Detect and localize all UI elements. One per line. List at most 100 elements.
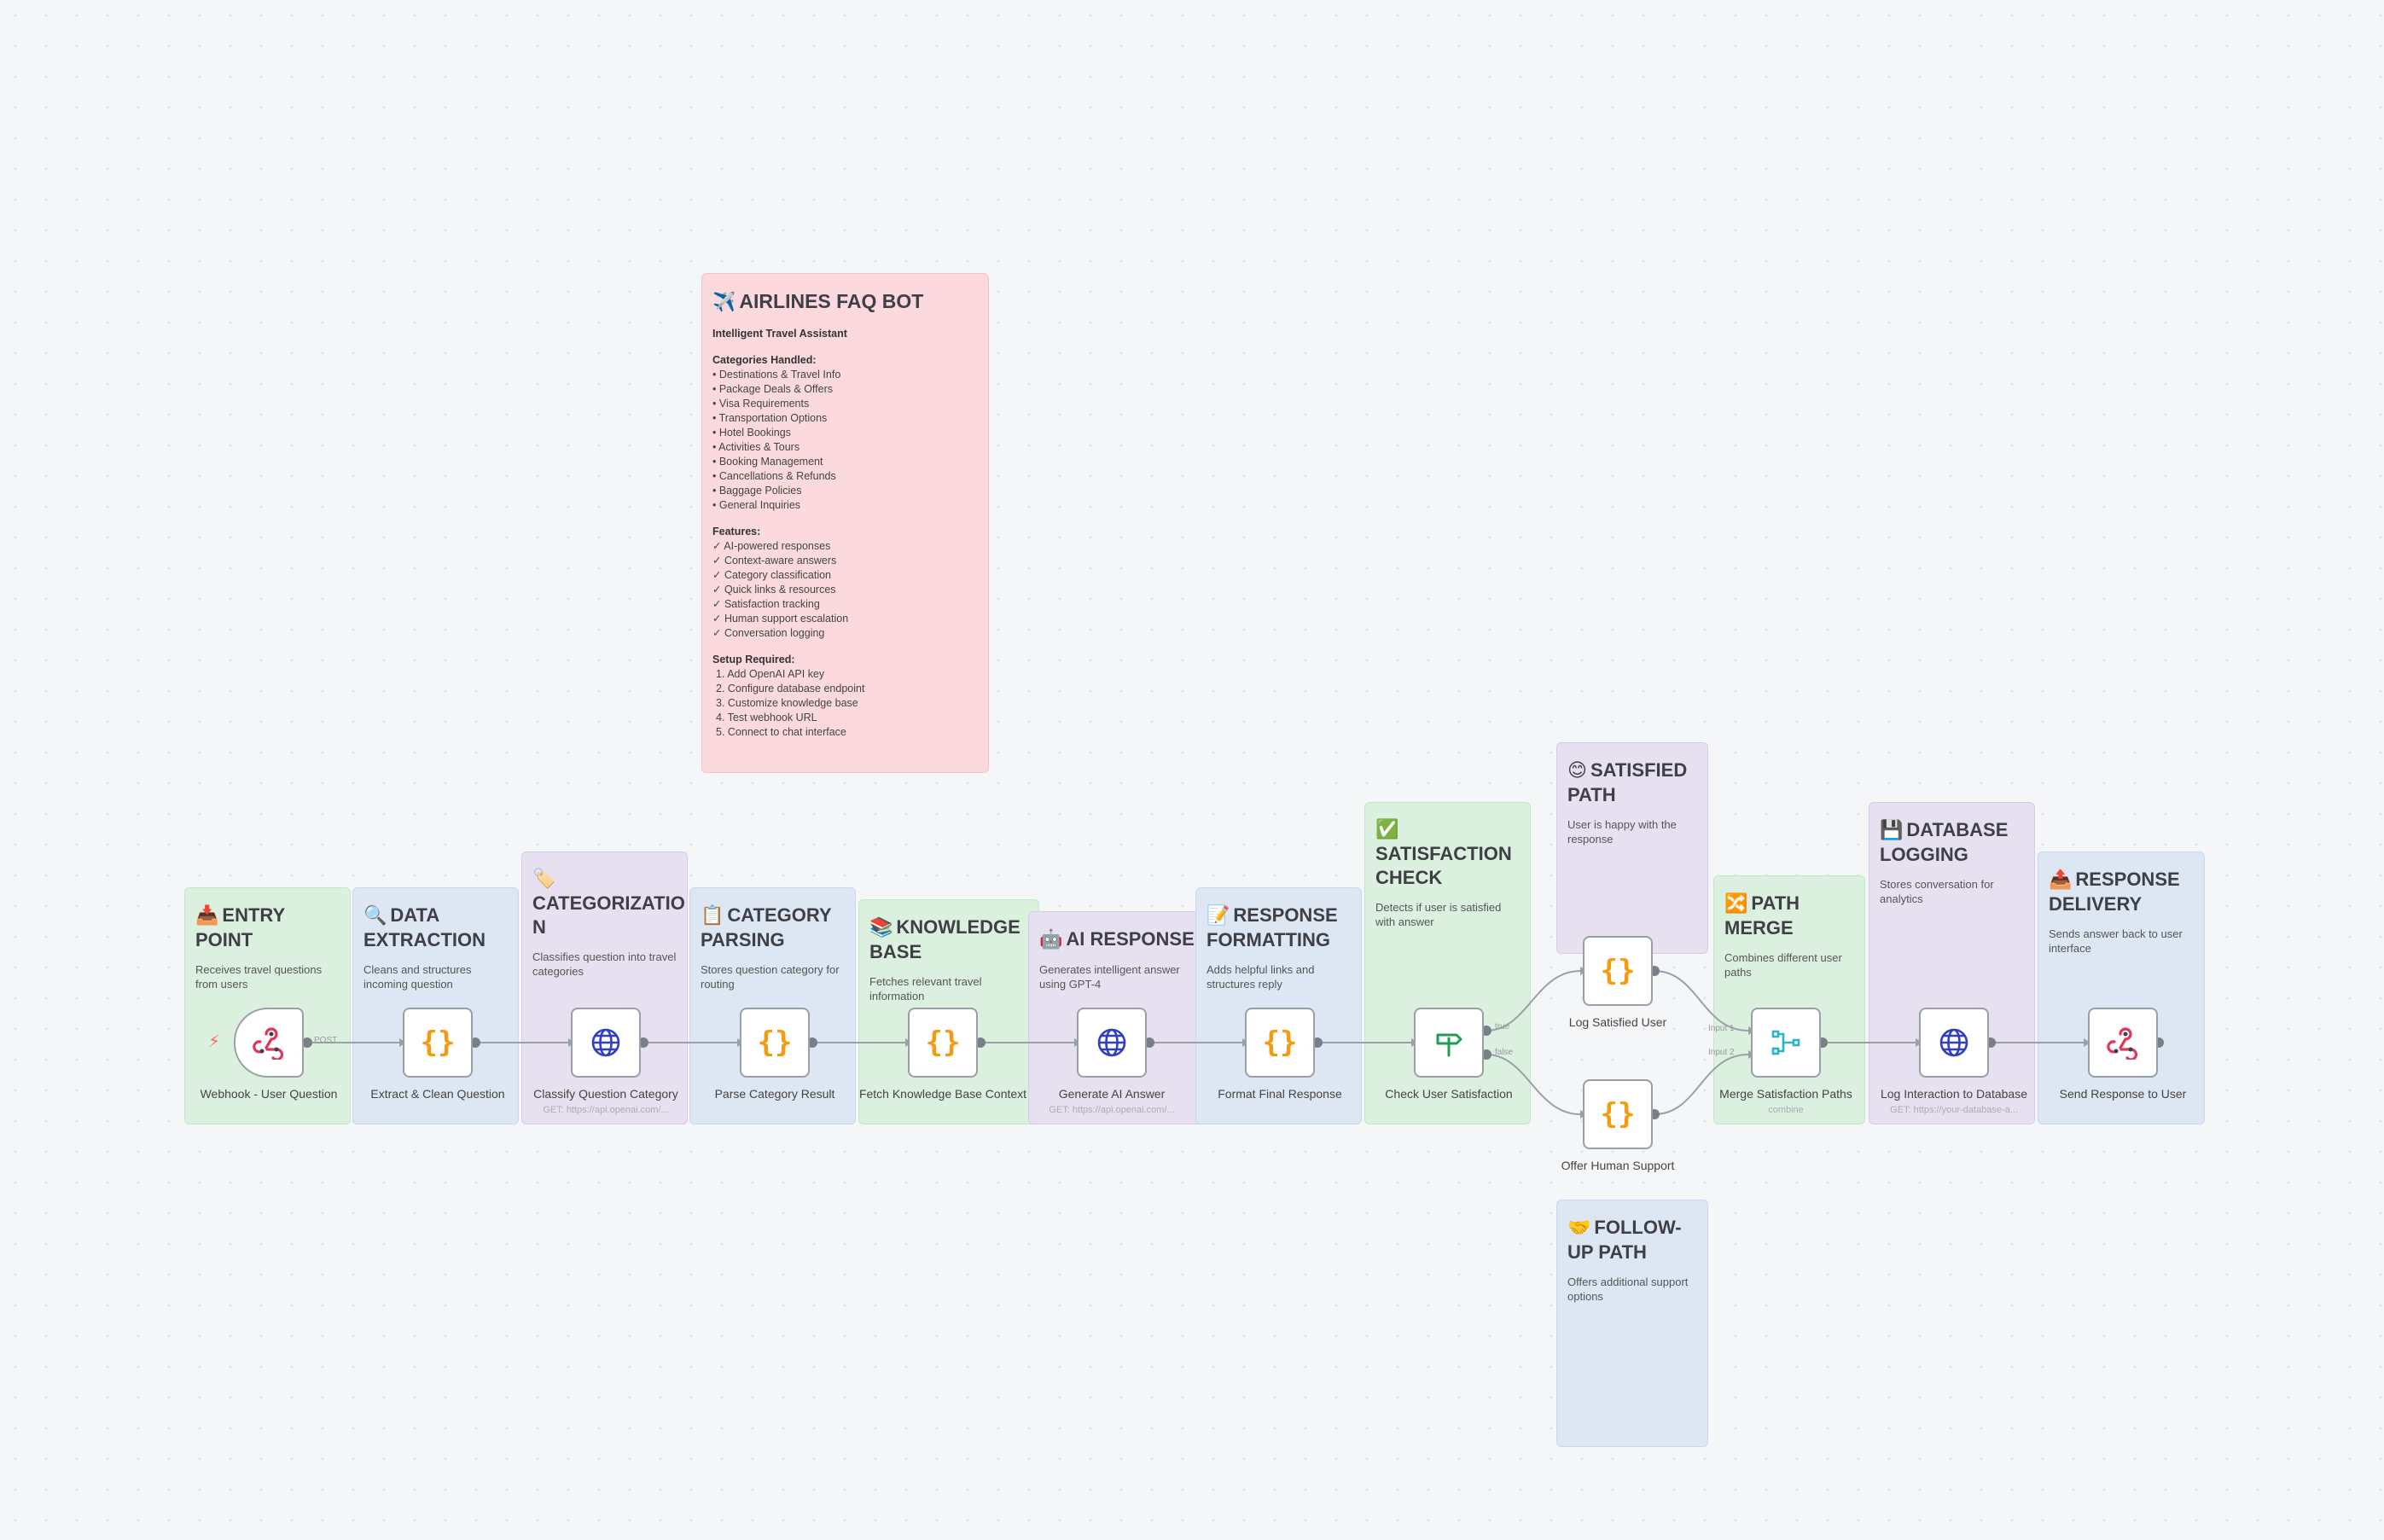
section-category-parsing[interactable]: 📋CATEGORY PARSING Stores question catego…	[689, 887, 856, 1124]
setup-heading: Setup Required:	[712, 654, 795, 665]
categories-heading: Categories Handled:	[712, 354, 817, 366]
node-fetch-knowledge-base-context[interactable]: {} Fetch Knowledge Base Context	[858, 1008, 1028, 1101]
node-box[interactable]: {}	[1583, 936, 1653, 1006]
section-follow-up-path[interactable]: 🤝FOLLOW-UP PATH Offers additional suppor…	[1556, 1200, 1708, 1447]
section-title: 🔀PATH MERGE	[1724, 892, 1854, 940]
globe-icon	[1939, 1028, 1968, 1057]
books-icon: 📚	[869, 917, 893, 939]
port-label-input-1: Input 1	[1708, 1024, 1735, 1033]
section-title-text: KNOWLEDGE BASE	[869, 916, 1020, 962]
node-box[interactable]: {}	[740, 1008, 810, 1078]
node-label: Classify Question Category	[533, 1087, 678, 1101]
info-sticky-note[interactable]: ✈️AIRLINES FAQ BOT Intelligent Travel As…	[701, 273, 989, 773]
section-title-text: DATA EXTRACTION	[363, 904, 486, 950]
feature-item: ✓ Satisfaction tracking	[712, 598, 820, 610]
feature-item: ✓ Category classification	[712, 569, 832, 581]
feature-item: ✓ Quick links & resources	[712, 584, 836, 596]
output-port	[1481, 1026, 1491, 1036]
node-label: Format Final Response	[1218, 1087, 1342, 1101]
output-port	[975, 1037, 986, 1048]
node-box[interactable]	[1077, 1008, 1147, 1078]
node-box[interactable]	[1751, 1008, 1821, 1078]
node-box[interactable]: {}	[908, 1008, 978, 1078]
setup-step: 2. Configure database endpoint	[716, 683, 865, 694]
node-box[interactable]	[1414, 1008, 1484, 1078]
category-item: • Booking Management	[712, 456, 823, 468]
section-title: 😊SATISFIED PATH	[1567, 758, 1697, 807]
code-braces-icon: {}	[420, 1026, 456, 1060]
section-title: 📥ENTRY POINT	[195, 904, 340, 952]
setup-step: 1. Add OpenAI API key	[716, 668, 825, 680]
info-title-text: AIRLINES FAQ BOT	[739, 290, 924, 312]
node-log-interaction-to-database[interactable]: Log Interaction to Database GET: https:/…	[1869, 1008, 2039, 1115]
section-title: 💾DATABASE LOGGING	[1880, 818, 2024, 867]
section-title: ✅SATISFACTION CHECK	[1375, 818, 1520, 890]
arrow-head	[2084, 1038, 2090, 1047]
feature-item: ✓ AI-powered responses	[712, 540, 831, 552]
category-item: • Activities & Tours	[712, 441, 800, 453]
section-database-logging[interactable]: 💾DATABASE LOGGING Stores conversation fo…	[1869, 802, 2035, 1124]
node-box[interactable]	[1919, 1008, 1989, 1078]
memo-icon: 📝	[1207, 905, 1230, 927]
node-format-final-response[interactable]: {} Format Final Response	[1195, 1008, 1365, 1101]
section-desc: Classifies question into travel categori…	[532, 950, 677, 978]
node-send-response-to-user[interactable]: Send Response to User	[2038, 1008, 2208, 1101]
node-box[interactable]	[571, 1008, 641, 1078]
output-port	[302, 1037, 312, 1048]
section-desc: Combines different user paths	[1724, 951, 1842, 979]
connection-line	[1486, 970, 1581, 1032]
setup-step: 4. Test webhook URL	[716, 712, 817, 724]
code-braces-icon: {}	[1600, 954, 1636, 988]
output-port	[1144, 1037, 1154, 1048]
section-response-delivery[interactable]: 📤RESPONSE DELIVERY Sends answer back to …	[2038, 851, 2205, 1124]
section-knowledge-base[interactable]: 📚KNOWLEDGE BASE Fetches relevant travel …	[858, 899, 1039, 1124]
section-entry-point[interactable]: 📥ENTRY POINT Receives travel questions f…	[184, 887, 351, 1124]
section-categorization[interactable]: 🏷️CATEGORIZATIO N Classifies question in…	[521, 851, 688, 1124]
section-title: 📤RESPONSE DELIVERY	[2049, 868, 2194, 916]
robot-icon: 🤖	[1039, 929, 1063, 950]
shuffle-icon: 🔀	[1724, 893, 1748, 915]
node-box[interactable]: {}	[403, 1008, 473, 1078]
node-subtitle: GET: https://api.openai.com/...	[543, 1105, 669, 1115]
category-item: • Visa Requirements	[712, 398, 810, 410]
node-box[interactable]: {}	[1245, 1008, 1315, 1078]
globe-icon	[591, 1028, 620, 1057]
section-title-text: DATABASE LOGGING	[1880, 819, 2009, 865]
node-check-user-satisfaction[interactable]: Check User Satisfaction	[1364, 1008, 1534, 1101]
section-response-formatting[interactable]: 📝RESPONSE FORMATTING Adds helpful links …	[1195, 887, 1362, 1124]
node-label: Webhook - User Question	[200, 1087, 338, 1101]
section-satisfied-path[interactable]: 😊SATISFIED PATH User is happy with the r…	[1556, 742, 1708, 954]
section-desc: Detects if user is satisfied with answer	[1375, 901, 1502, 928]
node-classify-question-category[interactable]: Classify Question Category GET: https://…	[520, 1008, 691, 1115]
node-offer-human-support[interactable]: {} Offer Human Support	[1532, 1079, 1703, 1173]
node-box[interactable]	[234, 1008, 304, 1078]
node-label: Log Interaction to Database	[1880, 1087, 2027, 1101]
node-box[interactable]	[2088, 1008, 2158, 1078]
node-merge-satisfaction-paths[interactable]: Merge Satisfaction Paths combine	[1701, 1008, 1871, 1115]
node-parse-category-result[interactable]: {} Parse Category Result	[689, 1008, 860, 1101]
globe-icon	[1097, 1028, 1126, 1057]
connection-line	[1654, 1054, 1749, 1115]
section-data-extraction[interactable]: 🔍DATA EXTRACTION Cleans and structures i…	[352, 887, 519, 1124]
outbox-tray-icon: 📤	[2049, 869, 2073, 891]
webhook-icon	[2107, 1027, 2138, 1060]
node-subtitle: GET: https://api.openai.com/...	[1049, 1105, 1175, 1115]
clipboard-icon: 📋	[701, 905, 724, 927]
setup-step: 5. Connect to chat interface	[716, 726, 846, 738]
section-title-text: SATISFACTION CHECK	[1375, 843, 1512, 888]
node-extract-clean-question[interactable]: {} Extract & Clean Question	[352, 1008, 523, 1101]
port-label-false: false	[1495, 1048, 1514, 1057]
code-braces-icon: {}	[1262, 1026, 1298, 1060]
section-path-merge[interactable]: 🔀PATH MERGE Combines different user path…	[1713, 875, 1865, 1124]
output-port	[807, 1037, 817, 1048]
node-webhook-user-question[interactable]: Webhook - User Question	[183, 1008, 354, 1101]
section-title-text: PATH MERGE	[1724, 892, 1800, 939]
category-item: • Transportation Options	[712, 412, 828, 424]
node-label: Generate AI Answer	[1058, 1087, 1166, 1101]
node-generate-ai-answer[interactable]: Generate AI Answer GET: https://api.open…	[1026, 1008, 1197, 1115]
node-log-satisfied-user[interactable]: {} Log Satisfied User	[1532, 936, 1703, 1030]
section-title-text: CATEGORY PARSING	[701, 904, 832, 950]
node-box[interactable]: {}	[1583, 1079, 1653, 1149]
